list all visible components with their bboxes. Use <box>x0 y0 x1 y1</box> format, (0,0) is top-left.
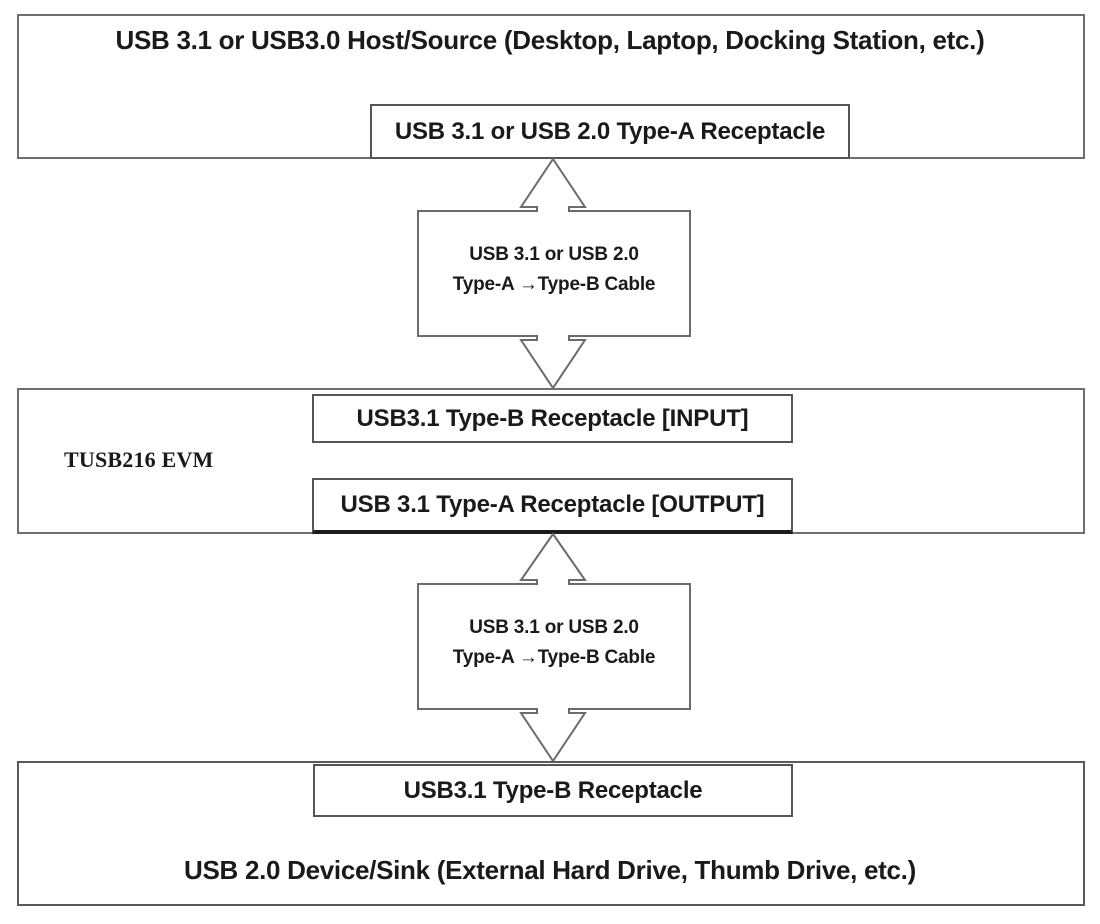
host-receptacle-label: USB 3.1 or USB 2.0 Type-A Receptacle <box>394 117 826 145</box>
evm-input-receptacle-label: USB3.1 Type-B Receptacle [INPUT] <box>356 404 749 432</box>
cable-top-connector: USB 3.1 or USB 2.0 Type-A →Type-B Cable <box>417 158 691 389</box>
cable-bottom-connector: USB 3.1 or USB 2.0 Type-A →Type-B Cable <box>417 533 691 762</box>
double-headed-arrow-icon <box>417 158 691 389</box>
host-type-a-receptacle: USB 3.1 or USB 2.0 Type-A Receptacle <box>370 104 850 159</box>
tusb216-evm-label: TUSB216 EVM <box>64 447 214 472</box>
double-headed-arrow-icon <box>417 533 691 762</box>
evm-input-receptacle: USB3.1 Type-B Receptacle [INPUT] <box>312 394 793 443</box>
host-source-title: USB 3.1 or USB3.0 Host/Source (Desktop, … <box>115 25 985 55</box>
device-type-b-receptacle: USB3.1 Type-B Receptacle <box>313 764 793 817</box>
evm-output-receptacle: USB 3.1 Type-A Receptacle [OUTPUT] <box>312 478 793 534</box>
device-sink-title: USB 2.0 Device/Sink (External Hard Drive… <box>184 855 916 885</box>
device-receptacle-label: USB3.1 Type-B Receptacle <box>403 776 703 804</box>
evm-output-receptacle-label: USB 3.1 Type-A Receptacle [OUTPUT] <box>340 491 765 518</box>
